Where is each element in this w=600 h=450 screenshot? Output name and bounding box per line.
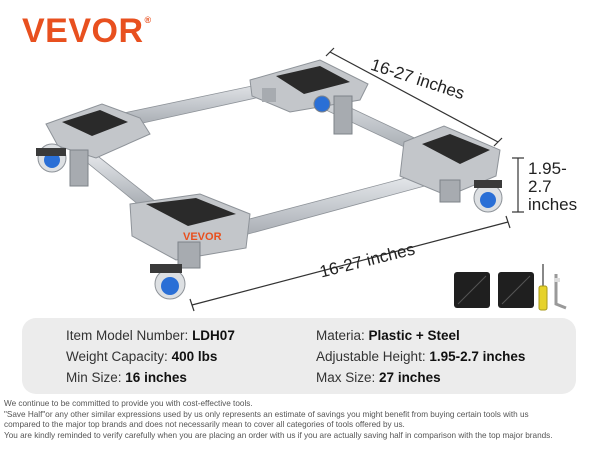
disclaimer-line-2: "Save Half"or any other similar expressi… [4,409,529,419]
corner-bracket-front-left: VEVOR [129,193,251,300]
spec-material: Materia: Plastic + Steel [316,328,460,343]
spec-height-value: 1.95-2.7 inches [429,349,526,364]
corner-bracket-front-right [399,125,503,213]
dimension-line-bottom [189,215,511,312]
spec-panel: Item Model Number: LDH07 Weight Capacity… [22,318,576,394]
hex-wrench-icon [554,274,567,310]
spec-height: Adjustable Height: 1.95-2.7 inches [316,349,525,364]
height-label: 1.95- 2.7 inches [528,160,577,214]
dimension-line-top [325,47,503,147]
spec-max-size: Max Size: 27 inches [316,370,441,385]
spec-weight-label: Weight Capacity: [66,349,168,364]
brand-logo: VEVOR® [22,14,152,48]
spec-height-label: Adjustable Height: [316,349,426,364]
spec-weight: Weight Capacity: 400 lbs [66,349,217,364]
spec-max-value: 27 inches [379,370,441,385]
spec-model: Item Model Number: LDH07 [66,328,235,343]
base-logo-text: VEVOR [183,231,222,243]
accessories-group [454,264,567,311]
height-label-line2: 2.7 [528,176,552,196]
square-pad-icon [498,272,534,308]
screwdriver-icon [538,264,548,311]
height-label-line3: inches [528,194,578,214]
disclaimer-line-4: You are kindly reminded to verify carefu… [4,430,553,440]
disclaimer-line-3: compared to the major top brands and doe… [4,420,405,430]
spec-model-label: Item Model Number: [66,328,189,343]
disclaimer: We continue to be committed to provide y… [4,399,598,441]
spec-min-size: Min Size: 16 inches [66,370,187,385]
dimension-line-height [512,157,524,213]
registered-mark: ® [144,15,152,25]
spec-max-label: Max Size: [316,370,376,385]
spec-model-value: LDH07 [192,328,235,343]
adjustable-base-illustration: VEVOR [36,47,524,312]
corner-bracket-back-left [36,103,151,187]
height-label-line1: 1.95- [528,159,567,178]
spec-weight-value: 400 lbs [171,349,218,364]
spec-min-value: 16 inches [125,370,187,385]
spec-min-label: Min Size: [66,370,122,385]
spec-material-label: Materia: [316,328,365,343]
spec-material-value: Plastic + Steel [368,328,460,343]
brand-logo-text: VEVOR [22,12,144,50]
square-pad-icon [454,272,490,308]
disclaimer-line-1: We continue to be committed to provide y… [4,399,253,408]
corner-bracket-back-right [249,59,369,135]
